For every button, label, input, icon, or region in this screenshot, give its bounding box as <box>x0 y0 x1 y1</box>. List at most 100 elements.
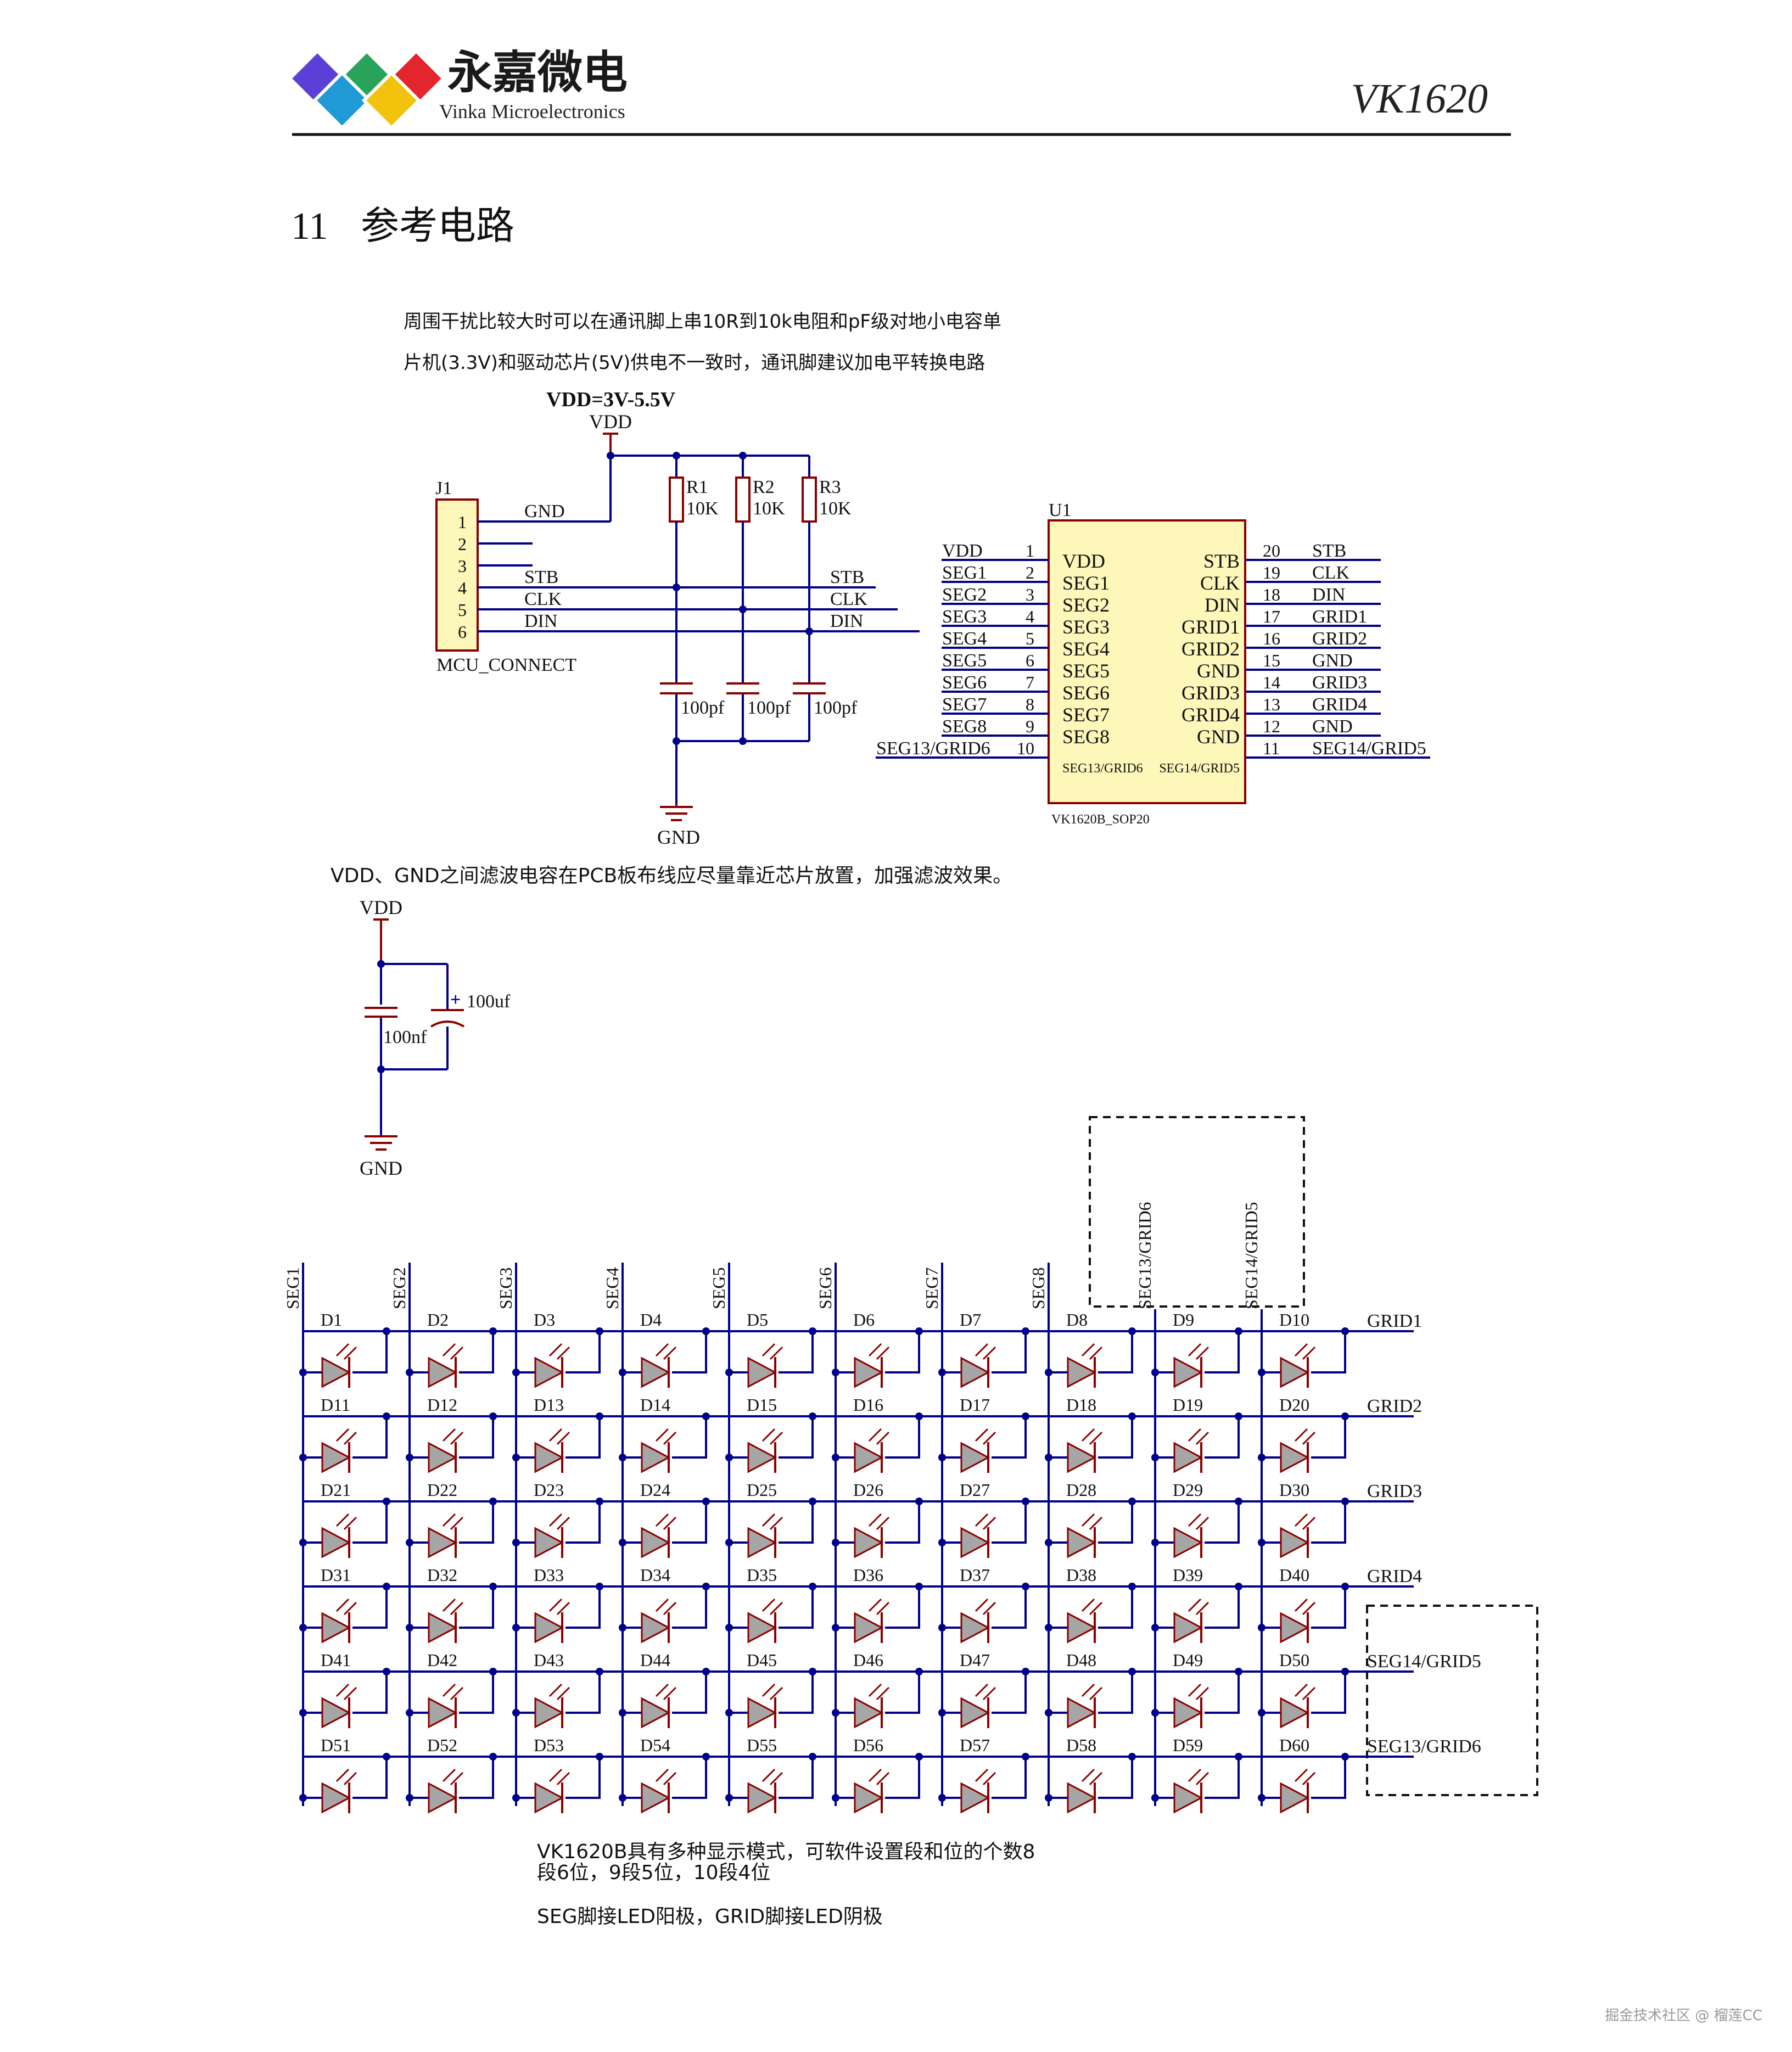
diode-symbol <box>1067 1697 1097 1729</box>
led: D44 <box>619 1650 710 1729</box>
chip-pin-name: SEG8 <box>1062 726 1110 748</box>
emission-arrow <box>655 1683 669 1697</box>
diode-symbol <box>854 1356 884 1388</box>
watermark: 掘金技术社区 @ 榴莲CC <box>1605 2008 1762 2024</box>
diode-symbol <box>1173 1356 1203 1388</box>
diode-symbol <box>534 1697 564 1729</box>
capacitor-100uf <box>430 1009 465 1028</box>
junction-dot <box>938 1539 946 1546</box>
junction-dot <box>915 1412 923 1420</box>
chip-pin-number: 8 <box>1026 694 1034 714</box>
emission-arrow <box>1195 1601 1209 1616</box>
junction-dot <box>619 1454 626 1461</box>
cap-gap <box>792 682 827 694</box>
led: D43 <box>512 1650 603 1729</box>
emission-arrow <box>335 1428 350 1442</box>
led-label: D29 <box>1173 1480 1203 1500</box>
emission-arrow <box>975 1683 989 1697</box>
junction-dot <box>725 1369 733 1376</box>
led-label: D53 <box>534 1735 564 1755</box>
junction-dot <box>915 1753 923 1761</box>
led: D34 <box>619 1565 710 1644</box>
junction-dot <box>809 1327 816 1335</box>
led: D41 <box>299 1650 390 1729</box>
led-cathode-wire <box>565 1331 601 1373</box>
led-label: D17 <box>960 1395 990 1415</box>
emission-arrow <box>655 1428 669 1442</box>
filter-schematic: VDD + 100uf 100nf GND <box>360 896 511 1179</box>
supply-range-label: VDD=3V-5.5V <box>546 388 676 411</box>
led: D26 <box>832 1480 923 1558</box>
led: D37 <box>938 1565 1029 1644</box>
emission-arrow <box>1089 1346 1103 1360</box>
diode-symbol <box>1280 1612 1310 1644</box>
led: D51 <box>299 1735 390 1814</box>
junction-dot <box>1151 1369 1159 1376</box>
emission-arrow <box>663 1686 677 1701</box>
diode-symbol <box>960 1782 990 1814</box>
led-label: D58 <box>1066 1735 1096 1755</box>
r2-ref: R2 <box>753 477 775 497</box>
led-label: D27 <box>960 1480 990 1500</box>
chip-pin-net: GRID4 <box>1312 694 1367 715</box>
seg-label: SEG1 <box>283 1268 303 1309</box>
emission-arrow <box>769 1431 783 1445</box>
emission-arrow <box>1188 1513 1202 1527</box>
led: D5 <box>725 1310 816 1388</box>
cap-gap <box>659 682 694 694</box>
emission-arrow <box>868 1343 882 1357</box>
chip-pin-net: SEG13/GRID6 <box>876 738 990 759</box>
diode-symbol <box>321 1782 351 1814</box>
led-label: D42 <box>427 1650 457 1670</box>
seg-label: SEG7 <box>922 1268 942 1309</box>
led: D55 <box>725 1735 816 1814</box>
junction-dot <box>702 1327 710 1335</box>
led-label: D56 <box>853 1735 883 1755</box>
led-label: D46 <box>853 1650 883 1670</box>
emission-arrow <box>1195 1431 1209 1445</box>
diode-symbol <box>641 1356 671 1388</box>
chip-pin-name: SEG14/GRID5 <box>1159 761 1240 776</box>
emission-arrow <box>1081 1768 1095 1782</box>
led-cathode-wire <box>779 1672 814 1714</box>
chip-pin-net: GRID3 <box>1312 672 1367 693</box>
junction-dot <box>619 1794 626 1802</box>
junction-dot <box>596 1668 603 1675</box>
chip-pin-number: 19 <box>1263 563 1280 582</box>
emission-arrow <box>769 1516 783 1530</box>
led: D18 <box>1045 1395 1136 1473</box>
junction-dot <box>596 1412 603 1420</box>
emission-arrow <box>1302 1431 1316 1445</box>
junction-dot <box>1341 1327 1349 1335</box>
emission-arrow <box>1089 1516 1103 1530</box>
led-label: D44 <box>640 1650 670 1670</box>
emission-arrow <box>655 1343 669 1357</box>
j1-net-label: GND <box>524 501 565 522</box>
led: D39 <box>1151 1565 1242 1644</box>
led: D6 <box>832 1310 923 1388</box>
led: D21 <box>299 1480 390 1558</box>
led-cathode-wire <box>1205 1757 1240 1799</box>
chip-pin-net: SEG7 <box>942 694 987 715</box>
diode-symbol <box>641 1697 671 1729</box>
junction-dot <box>1151 1794 1159 1802</box>
emission-arrow <box>868 1513 882 1527</box>
led-label: D43 <box>534 1650 564 1670</box>
capacitor-100pf <box>659 682 694 741</box>
led-label: D19 <box>1173 1395 1203 1415</box>
led-cathode-wire <box>459 1501 494 1544</box>
chip-pin-net: GND <box>1312 716 1353 737</box>
junction-dot <box>299 1539 307 1546</box>
j1-pin-number: 1 <box>458 512 467 532</box>
chip-pin-name: STB <box>1203 550 1240 572</box>
diode-symbol <box>747 1442 777 1473</box>
chip-pin-number: 5 <box>1026 629 1034 648</box>
led: D15 <box>725 1395 816 1473</box>
junction-dot <box>1151 1709 1159 1717</box>
led-label: D6 <box>853 1310 875 1330</box>
led-label: D55 <box>747 1735 777 1755</box>
junction-dot <box>915 1583 923 1590</box>
diode-symbol <box>960 1442 990 1473</box>
led-label: D51 <box>321 1735 351 1755</box>
emission-arrow <box>1302 1686 1316 1701</box>
